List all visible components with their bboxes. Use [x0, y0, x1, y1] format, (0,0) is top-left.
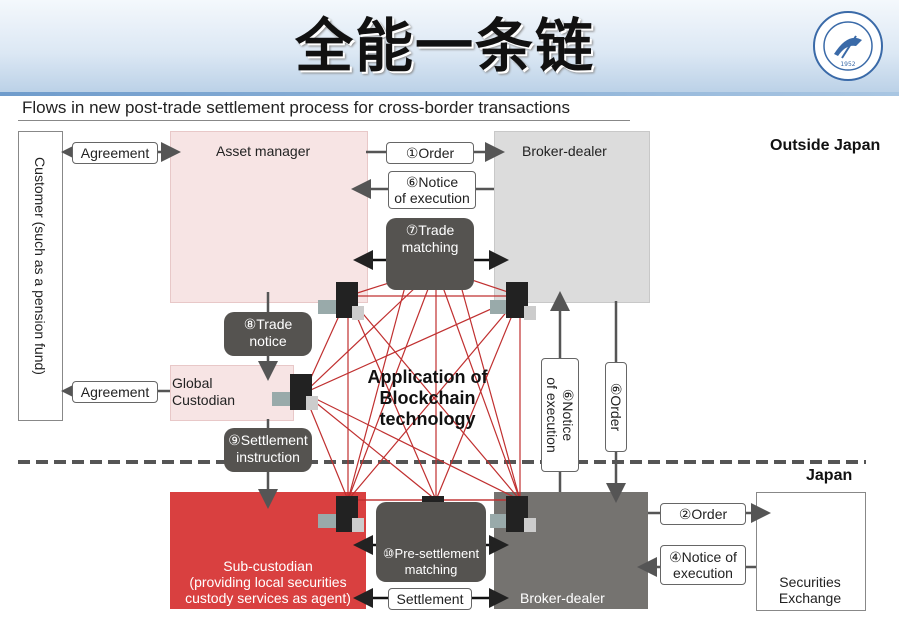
sub-custodian-label: Sub-custodian (providing local securitie… — [170, 558, 366, 606]
trade-notice-label: ⑧Trade notice — [224, 312, 312, 356]
customer-box — [18, 131, 63, 421]
svg-text:1952: 1952 — [840, 61, 855, 68]
blockchain-center-label: Application of Blockchain technology — [355, 367, 500, 430]
broker-dealer-outside-box — [494, 131, 650, 303]
notice-vertical-line1: ⑥Notice — [560, 388, 576, 442]
sub-custodian-box — [170, 492, 366, 609]
blockchain-line1: Application of — [367, 367, 488, 387]
broker-dealer-japan-label: Broker-dealer — [520, 590, 605, 606]
pre-settlement-line2: matching — [404, 561, 458, 577]
securities-exchange-box — [756, 492, 866, 611]
notice4-label: ④Notice of execution — [660, 545, 746, 585]
global-custodian-line2: Custodian — [172, 392, 236, 408]
securities-exchange-label: Securities Exchange — [756, 574, 864, 606]
securities-exchange-line1: Securities — [779, 574, 841, 590]
pre-settlement-label: ⑩Pre-settlement matching — [376, 502, 486, 582]
settlement-instruction-line1: ⑨Settlement — [228, 432, 308, 448]
server-icon-broker-japan — [490, 496, 536, 532]
region-outside-label: Outside Japan — [770, 137, 881, 154]
server-icon-broker-outside — [490, 282, 536, 320]
trade-matching-line2: matching — [401, 238, 459, 255]
page-title: 全能一条链 — [295, 12, 596, 80]
trade-notice-line2: notice — [249, 332, 287, 349]
trade-notice-line1: ⑧Trade — [243, 316, 293, 332]
server-icon-sub-custodian — [318, 496, 364, 532]
server-icon-global-custodian — [272, 374, 318, 410]
notice6-label: ⑥Notice of execution — [388, 171, 476, 209]
notice-vertical-label: ⑥Notice of execution — [541, 358, 579, 472]
order2-label: ②Order — [660, 503, 746, 525]
university-seal-icon: 1952 — [813, 11, 883, 81]
sub-custodian-line3: custody services as agent) — [185, 590, 351, 606]
trade-matching-label: ⑦Trade matching — [386, 218, 474, 290]
settlement-instruction-line2: instruction — [236, 448, 300, 465]
notice6-line1: ⑥Notice — [405, 174, 459, 190]
notice4-line1: ④Notice of — [669, 549, 737, 565]
agreement-top-label: Agreement — [72, 142, 158, 164]
notice6-line2: of execution — [394, 190, 470, 207]
sub-custodian-line1: Sub-custodian — [223, 558, 313, 574]
notice4-line2: execution — [673, 565, 733, 582]
securities-exchange-line2: Exchange — [778, 590, 842, 606]
diagram-subtitle: Flows in new post-trade settlement proce… — [22, 98, 571, 117]
header-divider — [0, 92, 899, 96]
settlement-instruction-label: ⑨Settlement instruction — [224, 428, 312, 472]
sub-custodian-line2: (providing local securities — [189, 574, 347, 590]
notice-vertical-line2: of execution — [543, 377, 560, 453]
order1-label: ①Order — [386, 142, 474, 164]
server-icon-asset-manager — [318, 282, 364, 320]
pre-settlement-line1: ⑩Pre-settlement — [382, 546, 480, 561]
settlement-label: Settlement — [388, 588, 472, 610]
region-japan-label: Japan — [806, 467, 853, 484]
agreement-bottom-label: Agreement — [72, 381, 158, 403]
customer-label: Customer (such as a pension fund) — [32, 157, 48, 375]
order-vertical-label: ⑥Order — [605, 362, 627, 452]
subtitle-underline — [18, 120, 630, 121]
asset-manager-label: Asset manager — [216, 143, 311, 159]
global-custodian-line1: Global — [172, 375, 213, 391]
trade-matching-line1: ⑦Trade — [405, 222, 455, 238]
blockchain-line2: Blockchain — [379, 388, 476, 408]
global-custodian-label: Global Custodian — [172, 375, 235, 409]
blockchain-line3: technology — [379, 409, 476, 429]
broker-dealer-outside-label: Broker-dealer — [522, 143, 607, 159]
header-banner — [0, 0, 899, 96]
